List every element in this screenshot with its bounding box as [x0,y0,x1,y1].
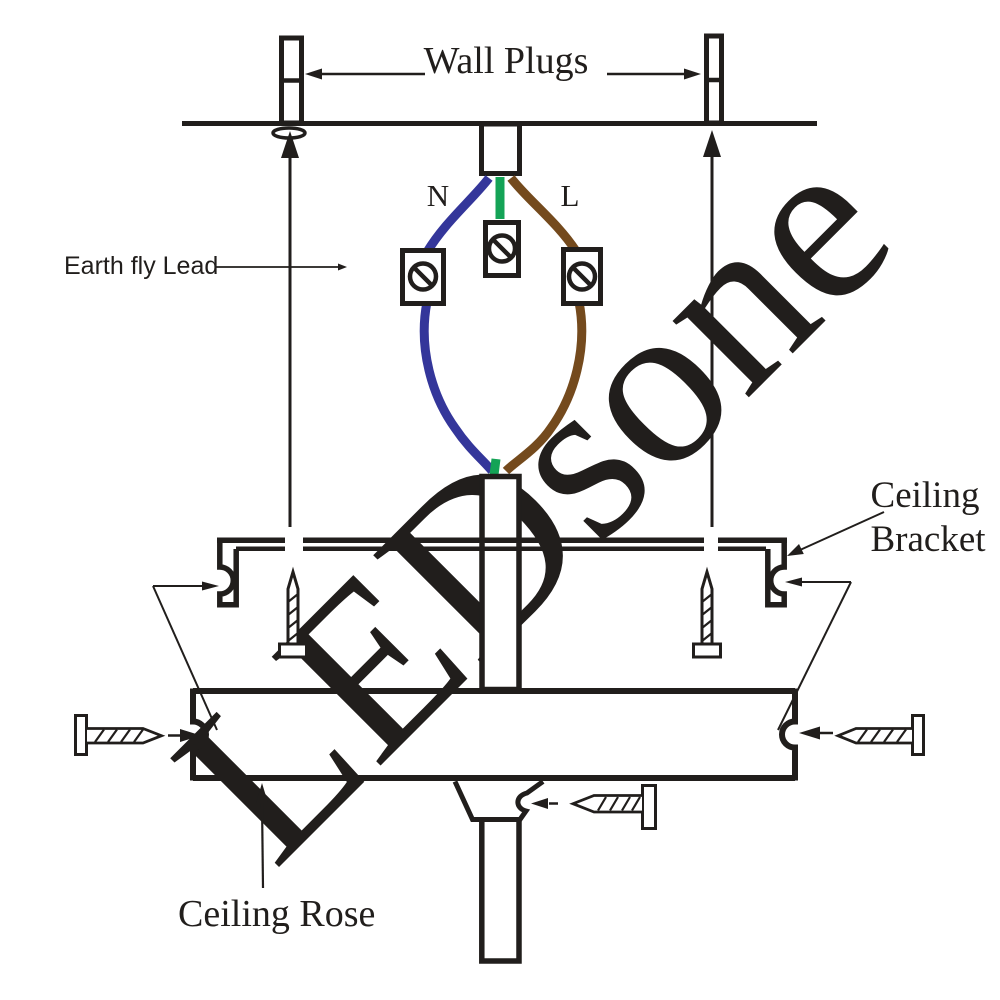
cord-grip-screw-arrowhead [531,798,548,809]
pendant-rod-upper [479,473,522,693]
right-alignment-arrowhead [703,130,721,157]
ceiling-rose-leader-line [260,800,265,889]
bracket-screw-left [278,566,308,659]
rose-screw-right [799,714,925,756]
rose-screw-right-arrowhead [799,726,820,740]
live-wire [502,175,587,475]
wall-plugs-arrow-left-head [305,68,322,80]
cord-grip-screw-head [641,784,657,830]
rose-screw-left [74,714,201,756]
rose-screw-left-arrowhead [180,729,201,742]
ceiling-rose-arrowhead [256,783,268,803]
left-leader-diagonal [152,585,218,731]
ceiling-rose-left-edge [190,688,209,781]
terminal-screw-earth-icon [486,233,518,264]
earth-fly-lead-label: Earth fly Lead [64,252,218,280]
live-label: L [561,178,580,213]
ceiling-rose-right-edge [779,688,798,781]
bracket-screw-left-head [278,642,308,659]
right-leader-arrowhead [785,577,802,587]
terminal-screw-neutral-icon [407,261,439,292]
rose-screw-left-head [74,714,88,756]
ceiling-rose-label: Ceiling Rose [178,893,375,935]
wall-plugs-label: Wall Plugs [424,40,589,82]
bracket-left-end [217,540,239,608]
cord-grip-screw [531,784,657,830]
wall-plugs-arrow-right-head [684,68,701,80]
bracket-screw-right-threads [701,593,713,642]
alignment-leaders [152,577,852,731]
earth-wire [489,177,505,476]
bracket-screw-left-threads [287,593,299,642]
terminal-screw-live-slot [571,265,593,288]
terminal-block-live [561,247,603,306]
terminal-screw-live-icon [566,261,598,292]
rose-screw-right-threads [857,728,907,743]
pendant-rod-lower [479,820,522,964]
bracket-screw-right [692,566,722,659]
cord-grip-boss [452,779,545,822]
rose-screw-left-threads [94,728,144,743]
terminal-screw-neutral-slot [412,265,434,288]
ceiling-bracket [217,537,787,608]
cord-grip-screw-threads [597,796,641,812]
bracket-screw-right-head [692,642,722,659]
right-leader-diagonal [777,581,852,731]
earth-fly-lead-arrowhead [338,263,347,271]
terminal-screw-earth-slot [491,237,513,260]
ceiling-bracket-label-line1: Ceiling [871,475,980,516]
neutral-label: N [427,178,449,213]
rose-screw-right-head [911,714,925,756]
terminal-block-earth [483,220,521,278]
ceiling-rose-body [190,688,798,781]
left-leader-arrowhead [202,581,219,591]
ceiling-cable-sheath [479,121,522,176]
ceiling-bracket-leader-line [799,511,885,551]
neutral-wire [419,175,496,474]
ceiling-bracket-arrowhead [787,544,804,556]
bracket-right-end [765,540,787,608]
left-alignment-arrowhead [281,131,299,158]
ceiling-bracket-label-line2: Bracket [870,519,986,560]
terminal-block-neutral [400,248,446,306]
